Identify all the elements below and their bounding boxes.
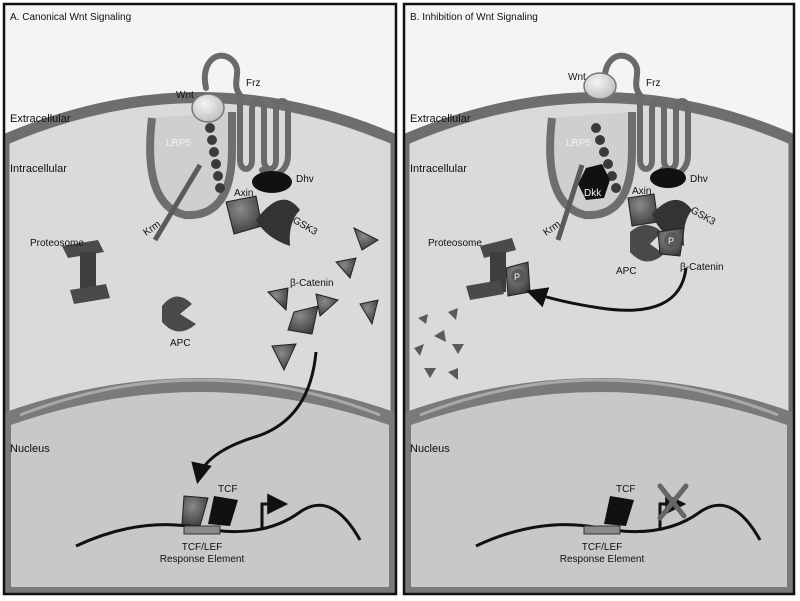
label-nucleus: Nucleus (410, 443, 450, 455)
apc-protein (630, 225, 664, 262)
degradation-arrow (526, 267, 688, 312)
label-lrp5: LRP5 (566, 138, 591, 149)
beta-catenin-cluster (266, 226, 380, 372)
dna-strand (75, 503, 362, 548)
phosphate-2 (511, 269, 525, 283)
label-extracellular: Extracellular (410, 113, 471, 125)
frizzled-receptor (601, 52, 691, 178)
label-dkk: Dkk (584, 188, 602, 199)
label-proteosome: Proteosome (428, 238, 482, 249)
label-axin: Axin (234, 188, 253, 199)
label-wnt: Wnt (568, 72, 586, 83)
label-response-element: Response Element (160, 554, 245, 565)
wnt-ligand (583, 72, 617, 100)
gsk3-protein (256, 199, 300, 246)
label-phosphate-2: P (514, 272, 520, 282)
label-nucleus: Nucleus (10, 443, 50, 455)
label-tcf: TCF (616, 484, 635, 495)
beta-catenin-bound (181, 495, 209, 527)
label-response-element: Response Element (560, 554, 645, 565)
tcf-lef-response-element (583, 525, 621, 535)
wnt-ligand (191, 93, 225, 123)
dishevelled (650, 168, 686, 188)
tcf-lef-response-element (183, 525, 221, 535)
dishevelled (252, 171, 292, 193)
tcf-protein (208, 496, 238, 526)
tcf-protein (604, 496, 634, 526)
label-apc: APC (170, 338, 191, 349)
label-wnt: Wnt (176, 90, 194, 101)
kremen-stalk (152, 163, 203, 242)
proteosome (62, 240, 110, 304)
blocked-x-icon (657, 483, 689, 521)
lrp5-bead-chain (591, 123, 621, 193)
apc-protein (162, 296, 196, 332)
transcription-arrow (260, 493, 289, 528)
nuclear-pore-line (419, 378, 779, 417)
lrp5-bead-chain (205, 123, 225, 193)
label-proteosome: Proteosome (30, 238, 84, 249)
label-intracellular: Intracellular (410, 163, 467, 175)
frizzled-receptor (201, 52, 291, 178)
phosphate-1 (664, 232, 680, 248)
label-intracellular: Intracellular (10, 163, 67, 175)
label-apc: APC (616, 266, 637, 277)
panel-canonical-wnt: A. Canonical Wnt Signaling Extracellular… (4, 4, 396, 594)
panel-title: A. Canonical Wnt Signaling (10, 12, 131, 23)
label-frz: Frz (246, 78, 260, 89)
degraded-fragments (414, 308, 464, 380)
axin-protein (627, 193, 659, 227)
proteosome (466, 238, 516, 300)
label-tcf: TCF (218, 484, 237, 495)
panel-a-border (2, 2, 398, 596)
label-beta-catenin: β-Catenin (290, 278, 334, 289)
nuclear-envelope (4, 378, 396, 594)
label-phosphate-1: P (668, 236, 674, 246)
dkk-protein (578, 164, 610, 200)
kremen-stalk (555, 164, 585, 241)
dna-strand (475, 503, 762, 548)
label-frz: Frz (646, 78, 660, 89)
nuclear-translocation-arrow (191, 351, 318, 485)
label-extracellular: Extracellular (10, 113, 71, 125)
nuclear-envelope (404, 378, 794, 594)
panel-title: B. Inhibition of Wnt Signaling (410, 12, 538, 23)
panel-inhibition-wnt: B. Inhibition of Wnt Signaling Extracell… (404, 4, 794, 594)
label-tcf-lef: TCF/LEF (182, 542, 223, 553)
label-tcf-lef: TCF/LEF (582, 542, 623, 553)
label-axin: Axin (632, 186, 651, 197)
label-beta-catenin: β-Catenin (680, 262, 724, 273)
label-dhv: Dhv (296, 174, 314, 185)
panel-b-border (402, 2, 796, 596)
nuclear-pore-line (19, 378, 381, 417)
label-dhv: Dhv (690, 174, 708, 185)
label-lrp5: LRP5 (166, 138, 191, 149)
